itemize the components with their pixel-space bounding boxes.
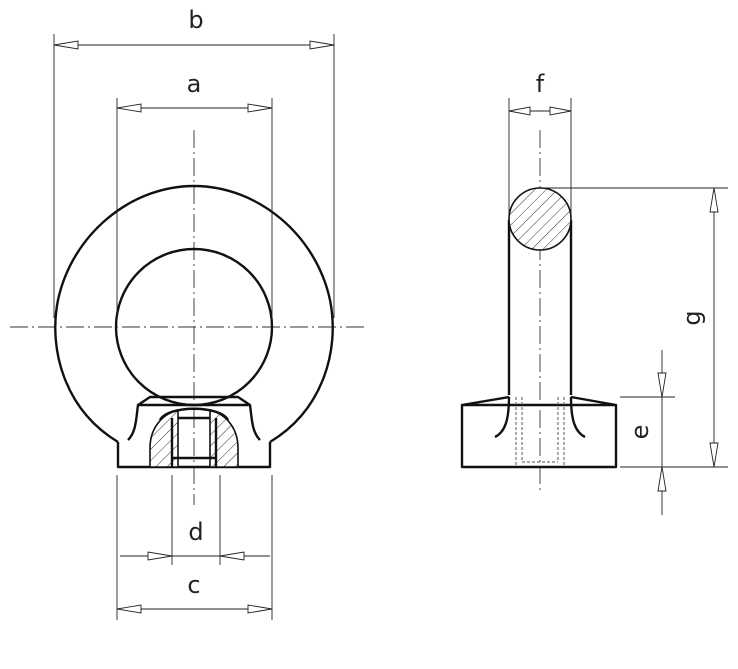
dim-b-arrow-left xyxy=(53,40,79,50)
dim-e-label: e xyxy=(626,425,654,440)
dim-c-label: c xyxy=(187,571,200,599)
dim-f-arrow-left xyxy=(508,106,531,116)
side-base-fillet-right xyxy=(569,396,586,439)
dim-c-arrow-right xyxy=(247,604,273,614)
dim-e-arrow-top xyxy=(657,372,667,398)
base-collar xyxy=(136,395,252,407)
dim-f-label: f xyxy=(536,70,545,98)
dim-f-arrow-right xyxy=(549,106,572,116)
side-shank xyxy=(507,220,573,395)
dim-c-arrow-left xyxy=(116,604,142,614)
side-view: f g e xyxy=(460,70,728,515)
side-base-fillet-left xyxy=(494,396,511,439)
dim-g-label: g xyxy=(678,310,706,325)
dim-d-arrow-right xyxy=(219,551,245,561)
side-base xyxy=(460,395,618,469)
thread-arc xyxy=(158,407,230,421)
dim-a-arrow-right xyxy=(247,103,273,113)
ring-outer-outline xyxy=(54,184,334,444)
base-body xyxy=(116,404,272,469)
dim-d-label: d xyxy=(188,518,203,546)
ring-cross-section xyxy=(508,187,572,251)
dim-b-arrow-right xyxy=(309,40,335,50)
dim-g-arrow-top xyxy=(709,187,719,213)
dim-e-arrow-bottom xyxy=(657,466,667,492)
dim-d-arrow-left xyxy=(147,551,173,561)
dim-b-label: b xyxy=(188,6,203,34)
dim-a-arrow-left xyxy=(116,103,142,113)
side-hidden-thread xyxy=(515,397,565,467)
thread-bore xyxy=(170,416,218,467)
front-view: a b d c xyxy=(10,6,365,620)
dim-a-label: a xyxy=(187,70,202,98)
dim-g-arrow-bottom xyxy=(709,442,719,468)
